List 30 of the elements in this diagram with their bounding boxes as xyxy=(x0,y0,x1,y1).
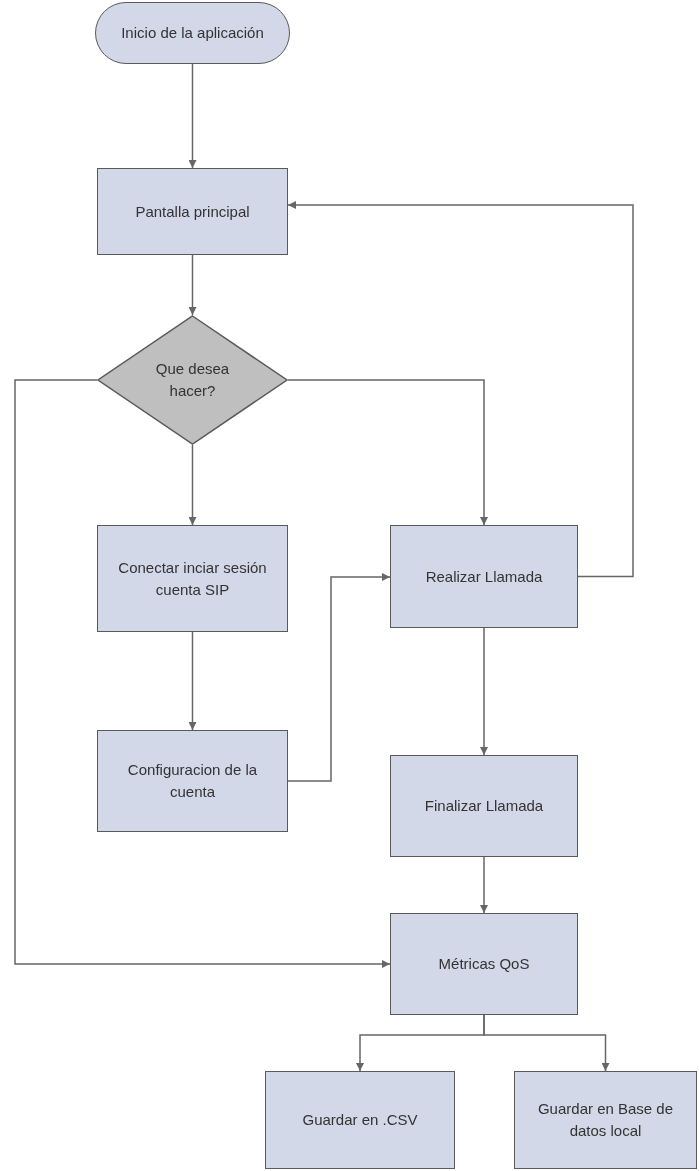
node-label: Que desea hacer? xyxy=(154,359,231,401)
node-label: Guardar en .CSV xyxy=(302,1110,418,1131)
node-label: Inicio de la aplicación xyxy=(121,23,264,44)
process-box xyxy=(97,168,288,255)
process-box xyxy=(514,1071,697,1169)
process-box xyxy=(97,730,288,832)
arrow xyxy=(480,856,488,914)
arrow xyxy=(188,631,197,731)
arrow xyxy=(483,1014,610,1072)
node-label: Realizar Llamada xyxy=(425,566,543,587)
node-label: Configuracion de la cuenta xyxy=(126,760,259,802)
arrow xyxy=(287,201,634,578)
decision-diamond xyxy=(97,315,288,445)
node-label: Guardar en Base de datos local xyxy=(536,1099,675,1141)
node-label: Conectar inciar sesión cuenta SIP xyxy=(117,557,268,600)
process-box xyxy=(265,1071,455,1169)
arrow xyxy=(188,444,197,526)
arrow xyxy=(188,63,197,169)
node-label: Métricas QoS xyxy=(438,954,530,975)
process-box xyxy=(390,913,578,1015)
node-label: Pantalla principal xyxy=(135,201,250,222)
arrow xyxy=(188,254,197,316)
arrow xyxy=(287,379,488,526)
process-box xyxy=(390,525,578,628)
arrow xyxy=(480,627,488,756)
arrow xyxy=(14,379,391,968)
node-label: Finalizar Llamada xyxy=(424,796,544,817)
process-box xyxy=(390,755,578,857)
process-box xyxy=(97,525,288,632)
arrow xyxy=(287,573,391,782)
